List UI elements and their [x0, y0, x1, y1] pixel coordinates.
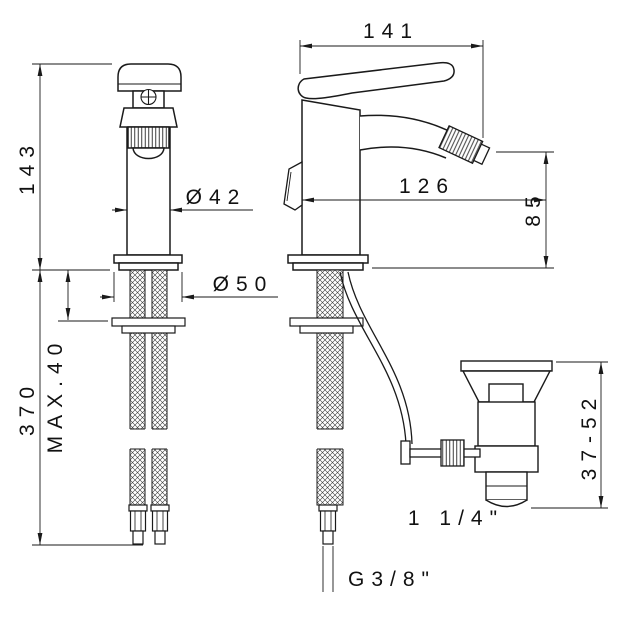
dim-body-diameter-label: Ø42	[186, 186, 247, 209]
dimension-arrows	[37, 43, 604, 545]
hose-break	[126, 428, 171, 450]
popup-linkage	[339, 271, 413, 445]
side-spout	[359, 114, 456, 159]
handle-screw-icon	[140, 88, 157, 106]
dimension-lines	[32, 40, 608, 592]
front-view	[111, 63, 186, 545]
hose-fitting-left	[128, 504, 148, 545]
side-aerator	[438, 124, 491, 166]
dim-base-diameter-label: Ø50	[213, 273, 274, 296]
side-hose-fitting	[318, 504, 338, 545]
dim-hose-thread-label: G3/8"	[348, 568, 436, 591]
side-base-flange	[287, 254, 369, 271]
hose-right	[151, 269, 168, 506]
dim-overall-depth-label: 141	[363, 20, 419, 43]
popup-rod-knob	[283, 160, 303, 211]
side-hose	[313, 269, 347, 506]
dimension-labels: 143 370 MAX.40 Ø42 Ø50 141 126 85 37-52 …	[16, 20, 601, 591]
dim-max-deck-label: MAX.40	[44, 337, 67, 454]
front-mounting-nut	[111, 317, 186, 334]
side-mounting-nut	[289, 317, 364, 334]
dim-hose-length-label: 370	[16, 380, 39, 436]
hose-left	[129, 269, 146, 506]
side-handle	[297, 61, 455, 100]
side-view	[283, 61, 553, 545]
hose-fitting-right	[150, 504, 170, 545]
dim-spout-height-label: 85	[522, 189, 545, 226]
dim-drain-range-label: 37-52	[578, 392, 601, 481]
dim-spout-depth-label: 126	[399, 175, 455, 198]
side-body	[301, 99, 361, 256]
dim-height-label: 143	[16, 139, 39, 195]
drain-rod	[400, 439, 481, 467]
front-base-flange	[113, 254, 183, 271]
dim-drain-thread-label: 1 1/4"	[408, 507, 504, 530]
front-aerator	[119, 107, 178, 160]
drain-assembly	[460, 360, 553, 508]
